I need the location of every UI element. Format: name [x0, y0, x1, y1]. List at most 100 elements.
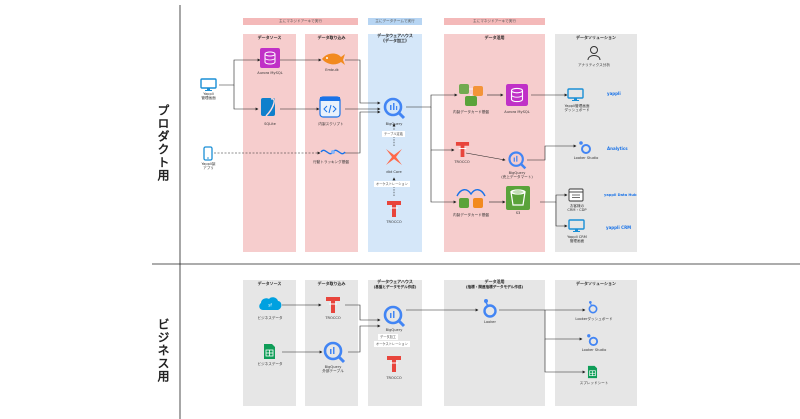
product-header-source: データソース: [257, 35, 282, 40]
inhouse-script-label: 内製スクリプト: [318, 122, 344, 126]
aurora-mysql-label: Aurora MySQL: [257, 71, 283, 75]
analyst-label: アナリティクス分析: [578, 63, 610, 67]
yappli-crm-label-line1: Yappli CRM: [567, 235, 587, 239]
s3-label: S3: [515, 211, 521, 215]
google-sheets-icon: [587, 365, 598, 379]
aurora-mysql-2-label: Aurora MySQL: [504, 110, 530, 114]
yappli-app-label: Yappli製 アプリ: [201, 162, 216, 171]
trocco-icon: [387, 356, 401, 372]
s3-bucket-icon: [506, 186, 530, 210]
business-header-dwh-line1: データウェアハウス: [377, 279, 413, 284]
product-header-ingest: データ取り込み: [317, 35, 346, 40]
yappli-admin-label: Yappli 管理画面: [201, 92, 216, 101]
business-header-dwh-line2: (基盤とデータモデル作成): [373, 285, 417, 289]
salesforce-icon: sf: [259, 297, 282, 310]
business-header-solution: データソリューション: [576, 281, 616, 286]
sqlite-icon: [261, 98, 275, 117]
browser-window-icon: [568, 188, 584, 202]
bigquery-external-label-line2: 外部テーブル: [322, 369, 344, 373]
code-script-icon: [319, 96, 341, 118]
bigquery-icon: [383, 97, 406, 120]
salesforce-label: ビジネスデータ: [257, 316, 283, 320]
customer-crm-label-line2: CRM・CDP: [567, 208, 587, 212]
looker-studio-business-label: Looker Studio: [581, 348, 607, 352]
product-header-dwh-line2: (データ加工): [383, 38, 407, 43]
product-header-dwh-line1: データウェアハウス: [377, 33, 413, 38]
business-header-use-line1: データ活用: [484, 279, 505, 284]
looker-label: Looker: [484, 320, 496, 324]
trocco-label: TROCCO: [386, 220, 402, 224]
bigquery-icon: [508, 151, 527, 170]
aurora-mysql-icon: [506, 84, 528, 106]
bigquery-external-label-line1: BigQuery: [324, 365, 342, 369]
dbt-core-label: dbt Core: [386, 170, 402, 174]
trocco-icon: [455, 142, 470, 157]
trocco-ingest-label: TROCCO: [325, 316, 341, 320]
analytics-brand-logo: Analytics: [607, 146, 628, 151]
yappli-dashboard-label-line1: Yappli管理画面: [564, 104, 590, 108]
business-header-ingest: データ取り込み: [317, 281, 346, 286]
person-icon: [587, 46, 601, 61]
sqlite-label: SQLite: [264, 122, 276, 126]
bigquery-2-label-line1: BigQuery: [508, 171, 526, 175]
customer-crm-label-line1: お客様の: [569, 204, 585, 208]
business-header-use-line2: (指標・関連指標データモデル作成): [465, 285, 524, 289]
yappli-dashboard-label-line2: ダッシュボード: [564, 108, 590, 112]
svg-text:sf: sf: [268, 303, 272, 308]
looker-studio-label: Looker Studio: [573, 156, 599, 160]
product-ingest-column: [305, 34, 358, 252]
looker-icon: [588, 301, 598, 314]
bigquery-icon: [323, 341, 346, 364]
yappli-crm-label-line2: 管理画面: [569, 239, 585, 243]
monitor-icon: [200, 78, 217, 91]
yappli-brand-logo: yappli: [607, 91, 621, 96]
trocco-icon: [326, 297, 340, 313]
section-label-product: プロダクト用: [156, 104, 170, 182]
google-sheets-icon: [264, 344, 275, 359]
trocco-icon: [387, 201, 401, 217]
section-label-business: ビジネス用: [156, 318, 170, 383]
looker-dashboard-label: Lookerダッシュボード: [575, 317, 613, 321]
data-cart-2-label: 内製データカード基盤: [453, 213, 489, 217]
sheets-label: ビジネスデータ: [257, 362, 283, 366]
product-bar-right: 主にマネジドアーキで実行: [444, 18, 545, 25]
business-use-column: [444, 280, 545, 406]
business-header-source: データソース: [257, 281, 282, 286]
orchestration-chip-business: オーケストレーション: [374, 341, 410, 347]
trocco-dwh-label: TROCCO: [386, 376, 402, 380]
bigquery-label: BigQuery: [385, 122, 403, 126]
trocco-2-label: TROCCO: [454, 160, 470, 164]
product-source-column: [243, 34, 296, 252]
dbt-icon: [386, 149, 402, 165]
crm-brand-logo: yappli CRM: [606, 225, 632, 230]
data-cart-icon: [456, 189, 486, 208]
product-bar-left: 主にマネジドアーキで実行: [243, 18, 358, 25]
bigquery-2-label-line2: (売上データマート): [501, 175, 533, 179]
bigquery-dwh-label: BigQuery: [385, 328, 403, 332]
looker-studio-icon: [579, 141, 591, 154]
aurora-mysql-icon: [260, 48, 280, 68]
table-definition-chip: テーブル定義: [382, 131, 405, 137]
data-cart-label: 内製データカード基盤: [453, 110, 489, 114]
tracking-label: 行動トラッキング基盤: [313, 160, 349, 164]
tracking-icon: [320, 149, 346, 155]
spreadsheet-label: スプレッドシート: [579, 381, 609, 385]
product-header-solution: データソリューション: [576, 35, 616, 40]
looker-studio-icon: [587, 334, 599, 346]
data-processing-chip: データ加工: [378, 334, 398, 340]
embulk-icon: [322, 53, 345, 65]
bigquery-icon: [383, 305, 406, 328]
monitor-icon: [567, 88, 584, 101]
data-hub-brand-logo: yappli Data Hub: [604, 193, 637, 197]
product-bar-middle: 主にデータチームで実行: [368, 18, 422, 25]
embulk-label: Embulk: [325, 68, 339, 72]
product-header-use: データ活用: [484, 35, 505, 40]
data-cart-icon: [459, 84, 483, 106]
looker-icon: [483, 299, 497, 318]
smartphone-icon: [203, 146, 213, 161]
orchestration-chip: オーケストレーション: [374, 181, 410, 187]
monitor-icon: [568, 219, 585, 232]
product-solution-column: [555, 34, 637, 252]
